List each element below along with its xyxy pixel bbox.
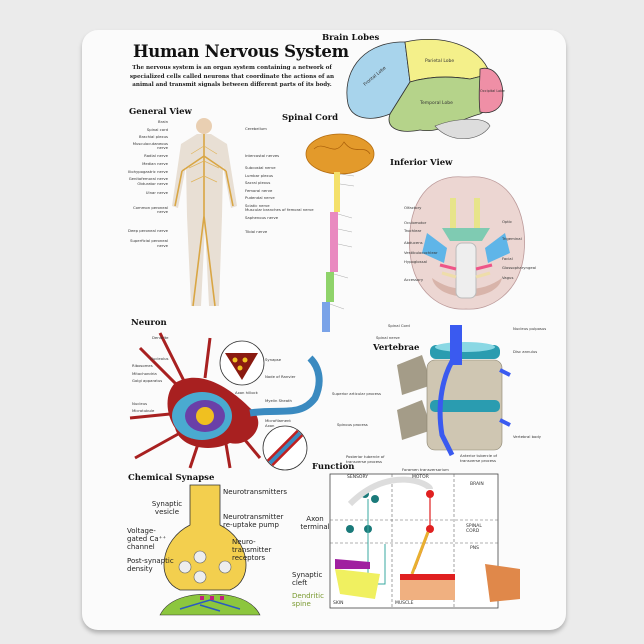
lobe-label: Parietal Lobe — [425, 58, 454, 64]
general-view-heading: General View — [129, 107, 192, 117]
neuron-heading: Neuron — [131, 318, 167, 328]
intro-text: The nervous system is an organ system co… — [129, 65, 335, 88]
function-heading: Function — [312, 462, 355, 472]
vertebrae-heading: Vertebrae — [373, 343, 420, 353]
neuron-left-labels: Dendrite Nucleolus Ribosomes Mitochondri… — [132, 335, 169, 413]
brain-lobes-diagram: Frontal Lobe Parietal Lobe Temporal Lobe… — [346, 39, 505, 139]
page-title: Human Nervous System — [133, 42, 349, 61]
general-view-left-labels: Brain Spinal cord Brachial plexus Muscul… — [128, 119, 168, 248]
spinal-cord-diagram — [305, 133, 375, 332]
function-diagram — [329, 473, 520, 609]
lobe-label: Occipital Lobe — [480, 89, 505, 93]
chemical-synapse-heading: Chemical Synapse — [128, 473, 215, 483]
general-view-right-labels: Cerebellum Intercostal nerves Subcostal … — [245, 126, 314, 234]
neuron-diagram — [129, 332, 323, 471]
synapse-diagram — [159, 484, 261, 616]
inferior-view-heading: Inferior View — [390, 158, 453, 168]
body-nerve-diagram — [172, 118, 237, 307]
neuron-right-labels: Synapse Node of Ranvier Axon hillock Mye… — [235, 357, 296, 428]
lobe-label: Temporal Lobe — [419, 100, 453, 106]
spinal-cord-heading: Spinal Cord — [282, 113, 339, 123]
inferior-left-labels: Olfactory Oculomotor Trochlear Abducens … — [404, 205, 438, 282]
mousepad: Human Nervous System The nervous system … — [82, 30, 566, 630]
inferior-brain-diagram — [409, 176, 525, 310]
inferior-right-labels: Optic Trigeminal Facial Glossopharyngeal… — [502, 219, 537, 280]
brain-lobes-heading: Brain Lobes — [322, 33, 380, 43]
vertebrae-diagram — [397, 325, 511, 457]
